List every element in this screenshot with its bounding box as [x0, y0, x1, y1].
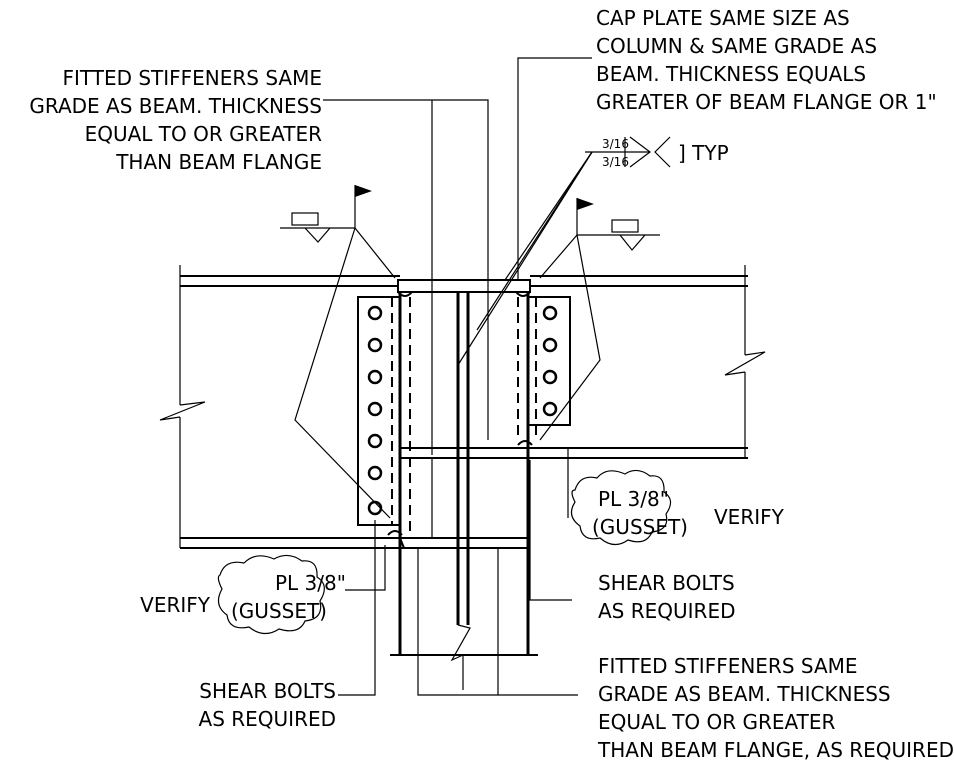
bolt — [542, 337, 558, 353]
weld-flag-right — [576, 198, 660, 251]
cap-plate-note-line-3: BEAM. THICKNESS EQUALS — [596, 62, 866, 86]
right-gusset-plate — [517, 296, 571, 440]
cap-plate-note-line-4: GREATER OF BEAM FLANGE OR 1" — [596, 90, 937, 114]
copes — [387, 291, 533, 549]
weld-symbol — [585, 136, 671, 168]
gusset-right-verify: VERIFY — [714, 505, 785, 529]
weld-size-top: 3/16 — [602, 137, 629, 151]
stiffener-bottom-note-line-1: FITTED STIFFENERS SAME — [598, 654, 858, 678]
gusset-cloud-left — [217, 554, 325, 635]
weld-flag-left — [280, 185, 372, 243]
bolt — [367, 500, 383, 516]
stiffener-bottom-note-line-2: GRADE AS BEAM. THICKNESS — [598, 682, 891, 706]
gusset-right-label: (GUSSET) — [592, 515, 688, 539]
left-gusset-plate — [357, 296, 411, 538]
bolt — [367, 465, 383, 481]
bolt — [367, 305, 383, 321]
leader-lines — [294, 57, 601, 696]
shear-bolts-right-line-1: SHEAR BOLTS — [598, 571, 735, 595]
stiffener-bottom-note-line-3: EQUAL TO OR GREATER — [598, 710, 836, 734]
bolt — [367, 401, 383, 417]
gusset-left-verify: VERIFY — [140, 593, 211, 617]
bolt — [542, 305, 558, 321]
right-beam — [400, 265, 766, 459]
shear-bolts-left-line-2: AS REQUIRED — [199, 707, 336, 731]
gusset-cloud-right — [570, 469, 672, 546]
cap-plate — [397, 279, 531, 293]
stiffener-top-note-line-1: FITTED STIFFENERS SAME — [62, 66, 322, 90]
stiffener-top-note-line-3: EQUAL TO OR GREATER — [85, 122, 323, 146]
bolt — [367, 337, 383, 353]
weld-size-bottom: 3/16 — [602, 155, 629, 169]
left-beam — [159, 265, 400, 549]
shear-bolts-left-line-1: SHEAR BOLTS — [199, 679, 336, 703]
cap-plate-note-line-1: CAP PLATE SAME SIZE AS — [596, 6, 850, 30]
gusset-right-plate: PL 3/8" — [598, 487, 669, 511]
left-bolt-column — [367, 305, 383, 516]
bolt — [542, 369, 558, 385]
cap-plate-note-line-2: COLUMN & SAME GRADE AS — [596, 34, 877, 58]
gusset-left-plate: PL 3/8" — [275, 571, 346, 595]
gusset-left-label: (GUSSET) — [231, 599, 327, 623]
stiffener-top-note-line-4: THAN BEAM FLANGE — [115, 150, 322, 174]
right-bolt-column — [542, 305, 558, 417]
stiffener-bottom-note-line-4: THAN BEAM FLANGE, AS REQUIRED — [597, 738, 954, 762]
bolt — [367, 433, 383, 449]
bolt — [367, 369, 383, 385]
weld-typ: ] TYP — [678, 141, 729, 165]
shear-bolts-right-line-2: AS REQUIRED — [598, 599, 735, 623]
bolt — [542, 401, 558, 417]
column — [390, 292, 538, 690]
stiffener-top-note-line-2: GRADE AS BEAM. THICKNESS — [29, 94, 322, 118]
